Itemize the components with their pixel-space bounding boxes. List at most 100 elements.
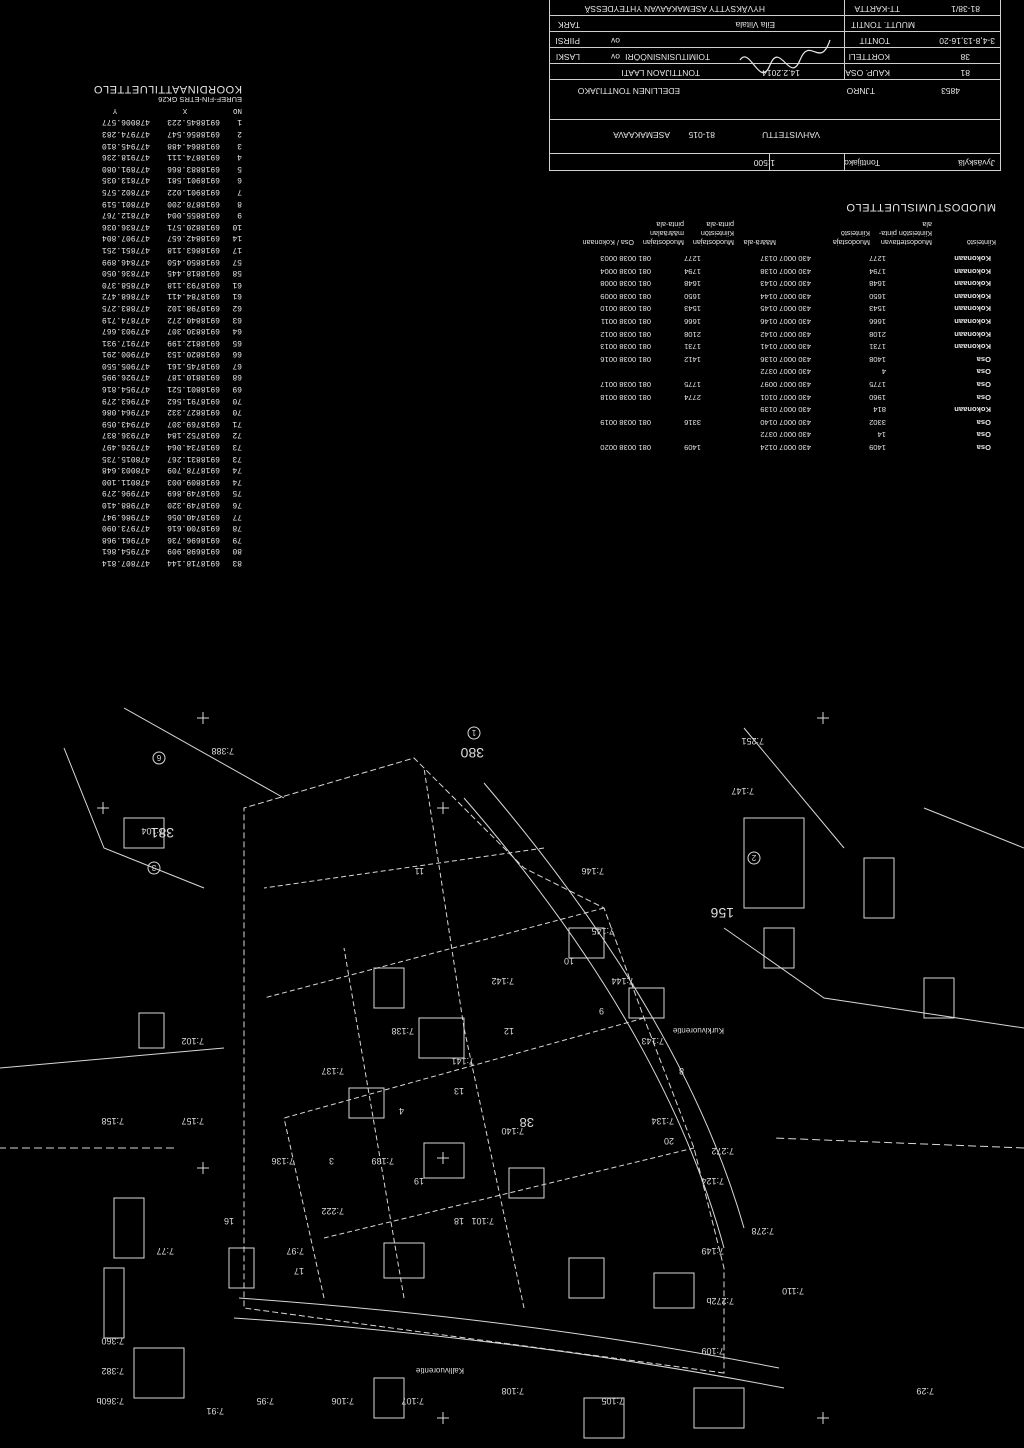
formation-osa: Kokonaan	[954, 342, 991, 352]
kiint-label: 7:106	[331, 1396, 354, 1406]
coordinate-x: 6918864.488	[167, 140, 220, 150]
divider	[769, 154, 770, 170]
plot-label: 16	[224, 1216, 234, 1226]
coordinate-y: 477846.899	[101, 256, 150, 266]
formation-tunnus: 081 0038 0008	[600, 279, 651, 289]
coordinate-x: 6918820.153	[167, 349, 220, 359]
coordinate-y: 478015.735	[101, 453, 150, 463]
coordinate-no: 58	[232, 268, 242, 278]
coordinate-x: 6918740.056	[167, 511, 220, 521]
coordinate-x: 6918883.866	[167, 163, 220, 173]
formation-maara: 1408	[869, 354, 886, 364]
coordinate-y: 477954.861	[101, 546, 150, 556]
coordinate-no: 66	[232, 349, 242, 359]
coordinate-no: 75	[232, 488, 242, 498]
laski-label: LASKI	[555, 52, 580, 62]
coordinate-title: KOORDINAATTILUETTELO	[93, 82, 242, 95]
plot-map-svg: 38 156 380 381 Kurkivuorentie Kallivuore…	[0, 707, 1024, 1439]
kortteli-value: 38	[960, 52, 970, 62]
formation-osa: Osa	[976, 392, 991, 402]
formation-muodostaja: 430 0007 0101	[760, 392, 811, 402]
kiint-label: 7:157	[181, 1116, 204, 1126]
street-kalli	[233, 1317, 785, 1389]
plot-label: 9	[599, 1006, 604, 1016]
block-number: 38	[520, 1115, 534, 1130]
kiint-label: 7:144	[611, 976, 634, 986]
muutt-label: MUUTT. TONTIT	[851, 20, 915, 30]
coordinate-x: 6918809.003	[167, 476, 220, 486]
formation-tunnus: 081 0038 0013	[600, 342, 651, 352]
formation-maara: 1277	[869, 254, 886, 264]
kiint-label: 7:91	[206, 1406, 224, 1416]
formation-ala: 1412	[684, 354, 701, 364]
title-block: Tonttijako 1:500 Jyväskylä ASEMAKAAVA 81…	[549, 0, 1001, 171]
coordinate-no: 14	[232, 233, 242, 243]
plot-label: 13	[454, 1086, 464, 1096]
kiint-label: 7:141	[451, 1056, 474, 1066]
formation-ala: 3316	[684, 417, 701, 427]
coordinate-no: 7	[237, 187, 242, 196]
col-muodostaja: Muodostaja Kiinteistö	[832, 229, 870, 248]
coordinate-y: 477926.995	[101, 372, 150, 382]
coordinate-no: 3	[237, 140, 242, 150]
asemakaava-value: 81-015	[688, 130, 715, 140]
plot-label: 8	[679, 1066, 684, 1076]
kiint-label: 7:272	[711, 1146, 734, 1156]
coordinate-x: 6918752.184	[167, 430, 220, 440]
coordinate-no: 80	[232, 546, 242, 556]
coordinate-y: 477945.810	[101, 140, 150, 150]
kiint-label: 7:251	[741, 736, 764, 746]
formation-muodostaja: 430 0007 0139	[760, 405, 811, 415]
col-muod-maara: Muodostajan määräalan pinta-ala	[642, 220, 684, 248]
coordinate-y: 478006.577	[101, 117, 150, 127]
coordinate-no: 77	[232, 511, 242, 521]
kiint-label: 7:29	[916, 1386, 934, 1396]
coordinate-x: 6918778.709	[167, 465, 220, 475]
block-156: 156	[710, 905, 734, 921]
block-380: 380	[460, 745, 484, 761]
coordinate-y: 477917.931	[101, 337, 150, 347]
coordinate-no: 62	[232, 302, 242, 312]
coordinate-no: 73	[232, 442, 242, 452]
kaup-osa-label: KAUP. OSA	[845, 68, 890, 78]
coordinate-no: 76	[232, 500, 242, 510]
coordinate-x: 6918749.320	[167, 500, 220, 510]
formation-maara: 1775	[869, 380, 886, 390]
coordinate-x: 6918820.571	[167, 221, 220, 231]
coordinate-no: 1	[237, 117, 242, 127]
coordinate-x: 6918842.657	[167, 233, 220, 243]
scale: 1:500	[753, 158, 775, 168]
kiint-label: 7:105	[601, 1396, 624, 1406]
kiint-label: 7:360	[101, 1336, 124, 1346]
kiint-label: 7:382	[101, 1366, 124, 1376]
kiint-label: 7:145	[591, 926, 614, 936]
formation-muodostaja: 430 0007 0124	[760, 443, 811, 452]
col-maara: Määrä-ala	[743, 238, 776, 248]
coordinate-y: 477891.080	[101, 163, 150, 173]
formation-osa: Kokonaan	[954, 405, 991, 415]
coordinate-no: 70	[232, 407, 242, 417]
formation-muodostaja: 430 0007 0140	[760, 417, 811, 427]
kiint-label: 7:137	[321, 1066, 344, 1076]
coordinate-y: 477918.236	[101, 152, 150, 162]
formation-maara: 1960	[869, 392, 886, 402]
laski-ov: ov	[611, 52, 620, 62]
plot-label: 11	[415, 866, 424, 876]
piirsi-ov: ov	[611, 36, 620, 46]
formation-tunnus: 081 0038 0009	[600, 291, 651, 301]
formation-osa: Osa	[976, 417, 991, 427]
vahvistettu: VAHVISTETTU	[762, 130, 820, 140]
coordinate-y: 477812.767	[101, 210, 150, 220]
